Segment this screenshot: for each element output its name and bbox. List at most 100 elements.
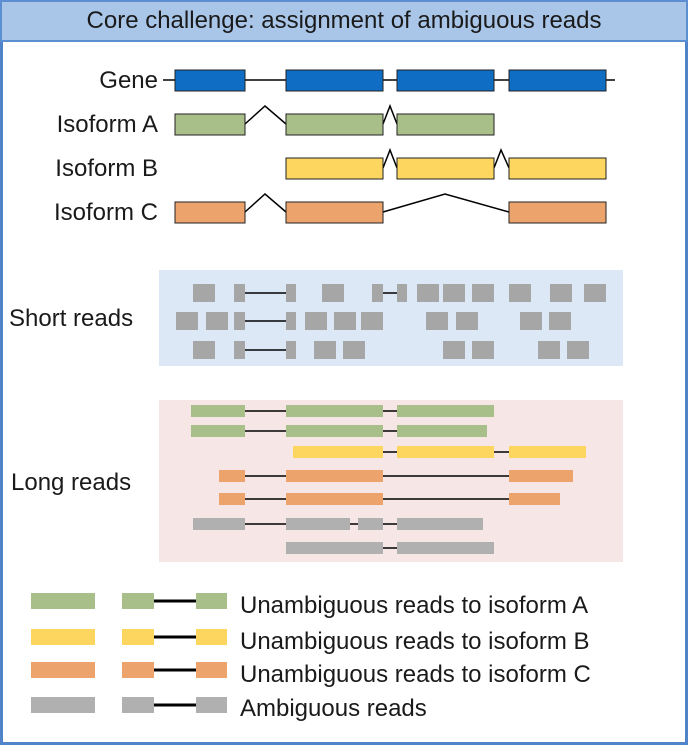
short-read <box>584 284 606 302</box>
isoform-a-exon-2 <box>285 113 384 136</box>
legend-label-c: Unambiguous reads to isoform C <box>240 661 591 688</box>
short-read <box>334 312 356 330</box>
short-read <box>361 312 383 330</box>
legend-item-ambiguous: Ambiguous reads <box>31 695 427 722</box>
short-read <box>472 341 494 359</box>
legend-read-right-ambiguous <box>196 697 227 713</box>
long-read-b <box>293 446 383 458</box>
isoform-b-exon-3 <box>508 157 607 180</box>
short-read <box>234 284 245 302</box>
legend-item-a: Unambiguous reads to isoform A <box>31 592 588 619</box>
isoform-c-label: Isoform C <box>54 199 158 226</box>
figure-title: Core challenge: assignment of ambiguous … <box>0 0 688 42</box>
short-read <box>372 284 383 302</box>
legend: Unambiguous reads to isoform A Unambiguo… <box>31 592 591 722</box>
short-read <box>286 284 296 302</box>
short-read <box>549 312 571 330</box>
long-read-c <box>219 470 245 482</box>
long-reads <box>191 405 586 554</box>
short-read <box>443 341 465 359</box>
long-read-a <box>286 425 383 437</box>
figure-title-text: Core challenge: assignment of ambiguous … <box>86 7 602 34</box>
legend-read-right-b <box>196 629 227 645</box>
short-read <box>234 341 245 359</box>
short-read <box>520 312 542 330</box>
isoform-a-track <box>174 103 495 136</box>
long-read-a <box>286 405 383 417</box>
short-read <box>286 341 296 359</box>
isoform-a-label: Isoform A <box>57 111 158 138</box>
short-read <box>305 312 327 330</box>
legend-item-b: Unambiguous reads to isoform B <box>31 628 590 655</box>
short-read <box>343 341 365 359</box>
isoform-c-exon-3 <box>508 201 607 224</box>
long-read-ambiguous <box>286 518 350 530</box>
isoform-b-label: Isoform B <box>55 155 158 182</box>
short-reads <box>176 284 606 359</box>
legend-label-ambiguous: Ambiguous reads <box>240 695 427 722</box>
short-read <box>234 312 245 330</box>
legend-read-left-c <box>122 662 154 678</box>
short-read <box>550 284 572 302</box>
gene-exon-4 <box>508 69 607 92</box>
short-read <box>286 312 296 330</box>
short-read <box>206 312 228 330</box>
long-read-a <box>191 425 245 437</box>
legend-read-left-ambiguous <box>122 697 154 713</box>
legend-swatch-b <box>31 629 95 645</box>
short-read <box>322 284 344 302</box>
long-read-ambiguous <box>358 518 383 530</box>
long-read-c <box>509 470 573 482</box>
long-reads-label: Long reads <box>11 469 131 496</box>
short-read <box>426 312 448 330</box>
diagram-panel: Gene Isoform A Isoform B Isoform C <box>0 42 688 745</box>
legend-swatch-a <box>31 593 95 609</box>
long-read-ambiguous <box>397 518 483 530</box>
long-read-c <box>219 493 245 505</box>
legend-read-right-c <box>196 662 227 678</box>
legend-read-right-a <box>196 593 227 609</box>
long-read-ambiguous <box>193 518 245 530</box>
long-read-b <box>509 446 586 458</box>
legend-read-left-b <box>122 629 154 645</box>
isoform-c-exon-2 <box>285 201 384 224</box>
isoform-b-exon-2 <box>396 157 495 180</box>
short-read <box>509 284 531 302</box>
long-read-b <box>397 446 494 458</box>
legend-swatch-c <box>31 662 95 678</box>
long-read-a <box>397 405 494 417</box>
long-read-ambiguous <box>286 542 383 554</box>
gene-label: Gene <box>99 67 158 94</box>
short-read <box>193 341 215 359</box>
isoform-c-exon-1 <box>174 201 246 224</box>
short-read <box>417 284 439 302</box>
isoform-b-track <box>285 147 607 180</box>
short-read <box>472 284 494 302</box>
legend-label-b: Unambiguous reads to isoform B <box>240 628 590 655</box>
short-reads-label: Short reads <box>9 305 133 332</box>
gene-exon-3 <box>396 69 495 92</box>
gene-track <box>163 69 615 92</box>
long-read-ambiguous <box>397 542 494 554</box>
short-read <box>443 284 465 302</box>
short-read <box>456 312 478 330</box>
short-read <box>176 312 198 330</box>
legend-swatch-ambiguous <box>31 697 95 713</box>
short-read <box>193 284 215 302</box>
isoform-diagram: Gene Isoform A Isoform B Isoform C <box>9 67 623 722</box>
legend-item-c: Unambiguous reads to isoform C <box>31 661 591 688</box>
short-read <box>314 341 336 359</box>
short-read <box>538 341 560 359</box>
isoform-a-exon-3 <box>396 113 495 136</box>
long-read-a <box>397 425 487 437</box>
long-read-c <box>286 470 383 482</box>
gene-exon-1 <box>174 69 246 92</box>
short-read <box>567 341 589 359</box>
short-read <box>397 284 407 302</box>
isoform-b-exon-1 <box>285 157 384 180</box>
isoform-a-exon-1 <box>174 113 246 136</box>
long-read-a <box>191 405 245 417</box>
long-read-c <box>509 493 560 505</box>
gene-exon-2 <box>285 69 384 92</box>
